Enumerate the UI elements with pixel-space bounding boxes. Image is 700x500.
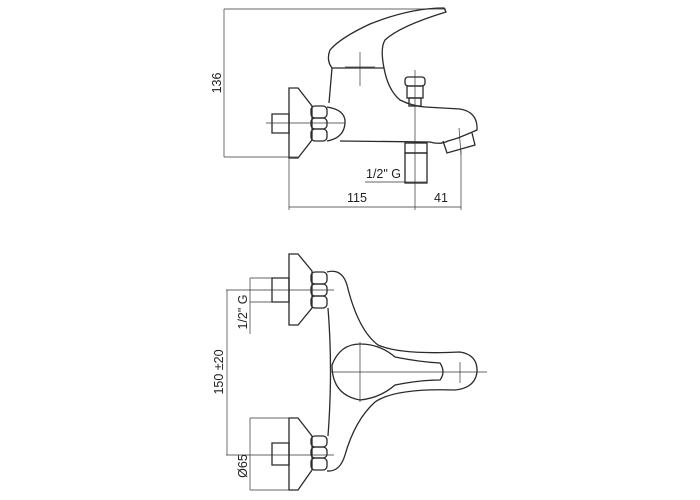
height-dimension: 136 [210, 8, 446, 158]
upper-inlet [245, 253, 334, 326]
inlet-pipe [404, 142, 428, 184]
side-view: 136 [210, 7, 478, 210]
plate-diameter-label: Ø65 [236, 454, 250, 478]
depth-dimension: 1/2" G 115 41 [288, 150, 462, 210]
top-view: 150 ±20 1/2" G Ø65 [212, 253, 487, 491]
lever-handle [330, 342, 487, 402]
height-label: 136 [210, 73, 224, 94]
spout-label: 41 [434, 191, 448, 205]
mixer-body [327, 7, 478, 210]
upper-inlet-thread-label: 1/2" G [236, 294, 250, 329]
inlet-thread-label: 1/2" G [366, 167, 401, 181]
wall-plate [266, 87, 346, 159]
lower-inlet [245, 417, 334, 491]
depth-label: 115 [347, 191, 367, 205]
top-view-dimensions: 150 ±20 1/2" G Ø65 [212, 277, 289, 491]
spacing-label: 150 ±20 [212, 349, 226, 394]
mixer-body-outline [326, 270, 478, 472]
